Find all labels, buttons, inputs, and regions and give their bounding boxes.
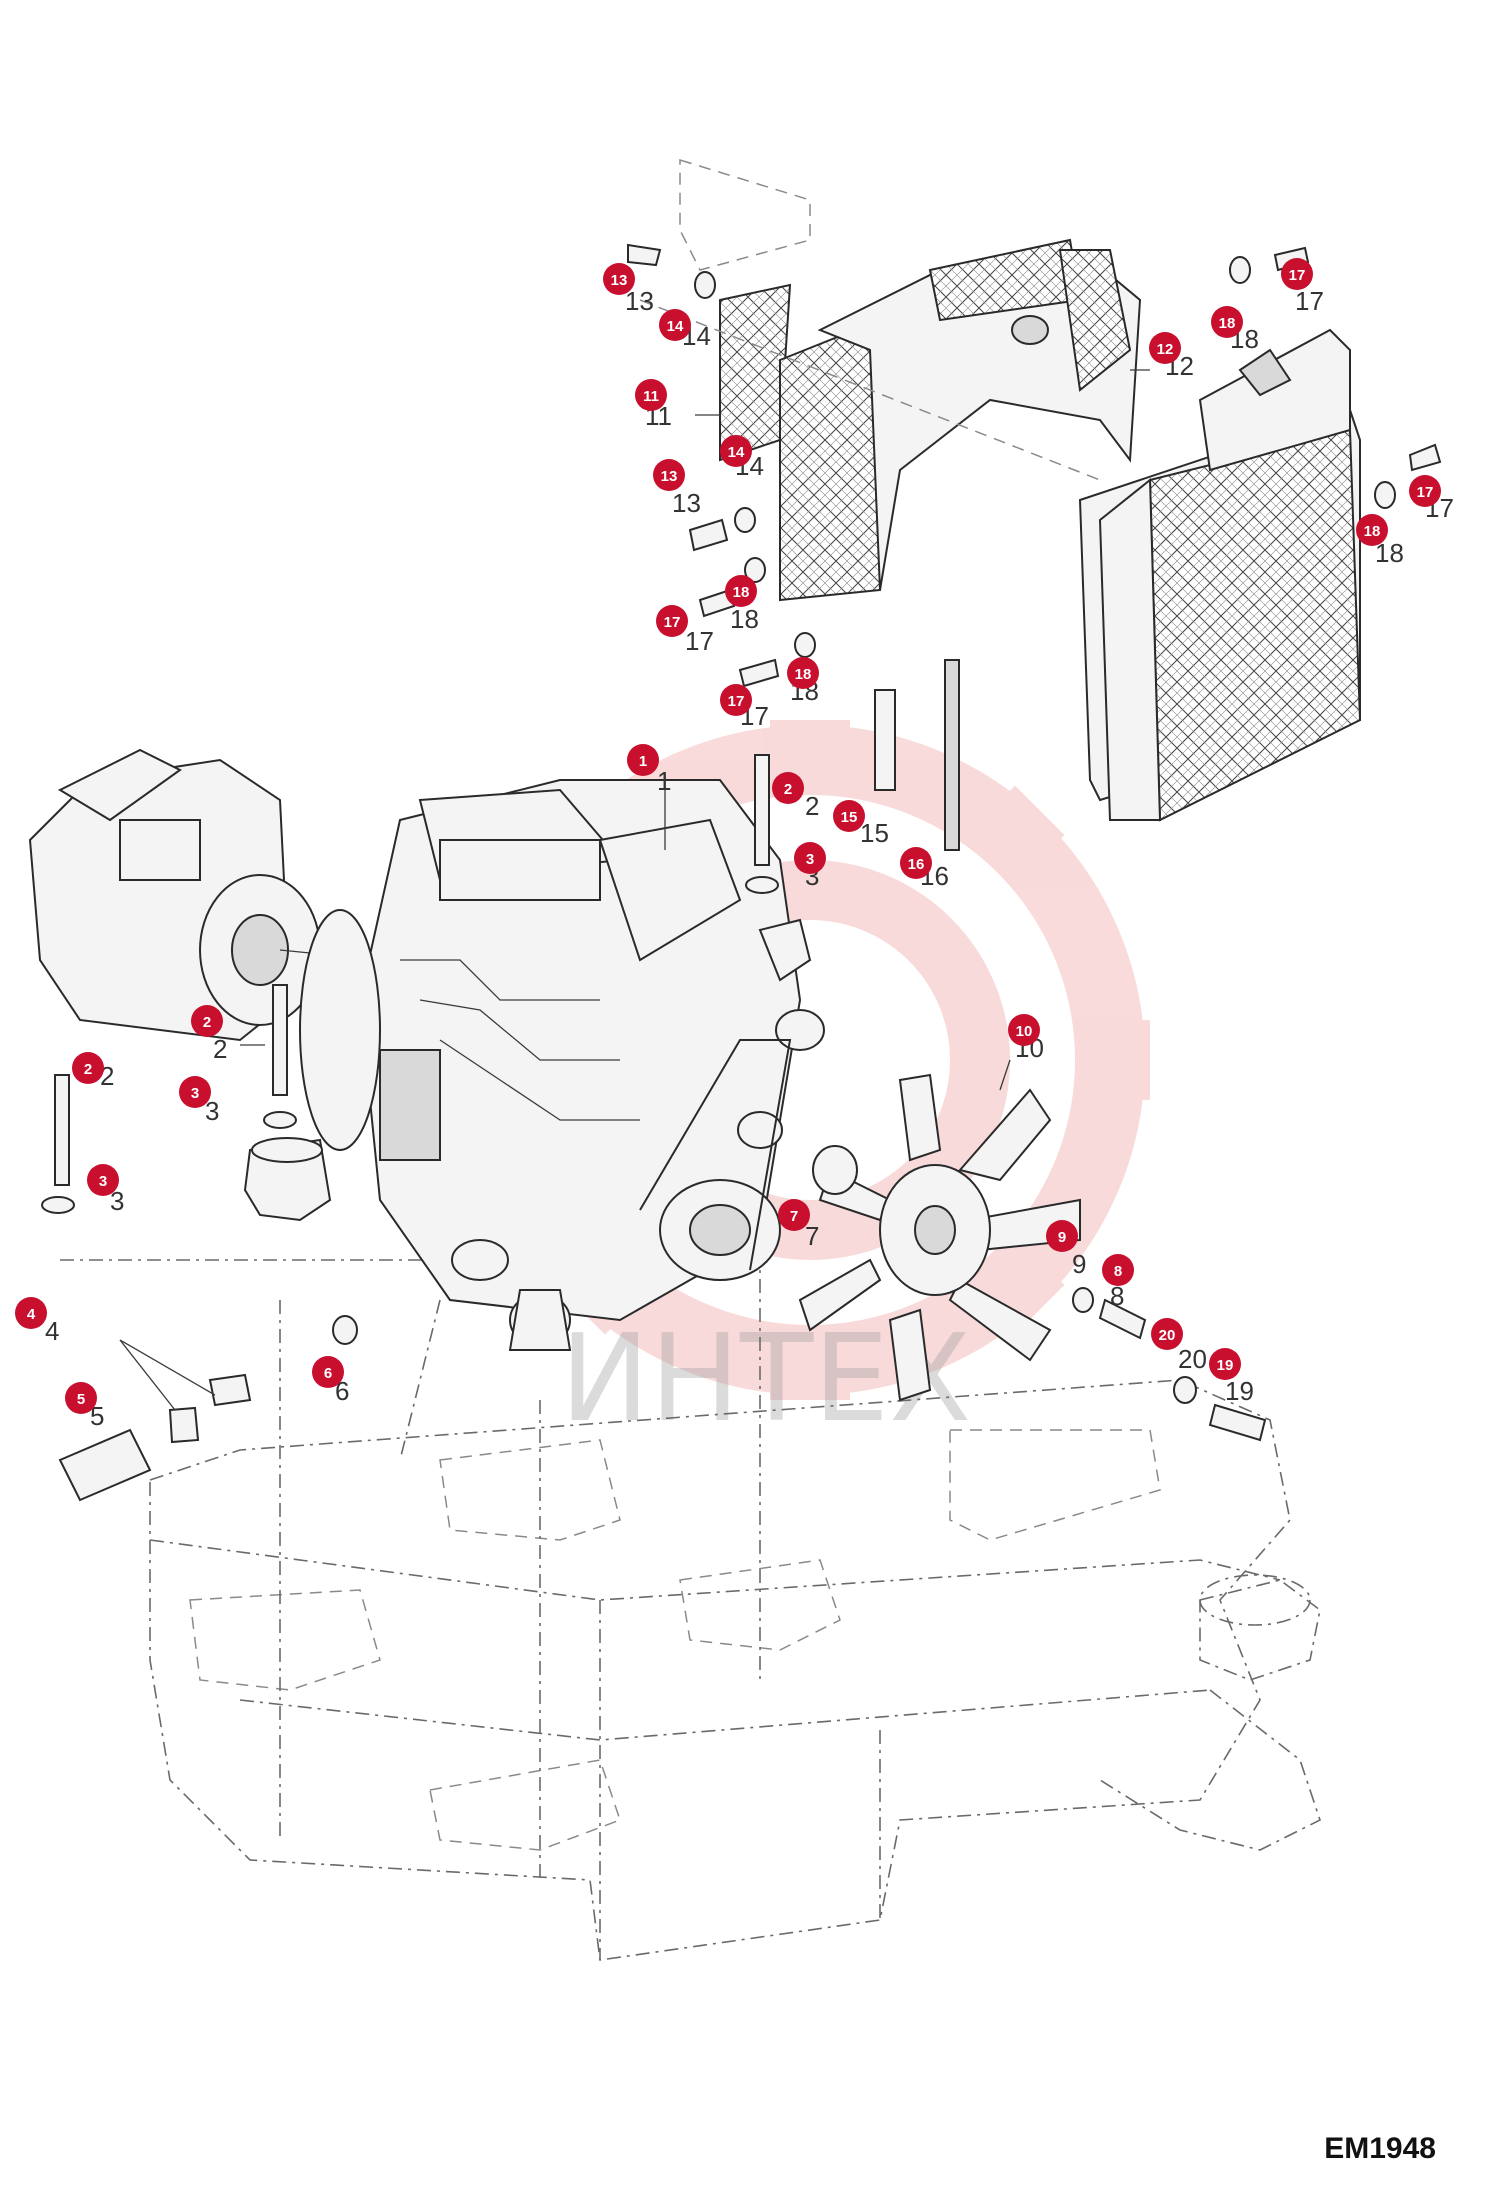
callout-badge[interactable]: 9	[1046, 1220, 1078, 1252]
callout-badge[interactable]: 3	[87, 1164, 119, 1196]
callout-badge[interactable]: 17	[656, 605, 688, 637]
callout-number: 1	[657, 766, 671, 796]
callout-number: 5	[90, 1401, 104, 1431]
svg-text:4: 4	[27, 1306, 36, 1323]
callout-badge[interactable]: 3	[179, 1076, 211, 1108]
callout-badge[interactable]: 12	[1149, 332, 1181, 364]
engine	[299, 779, 825, 1347]
svg-text:3: 3	[191, 1085, 199, 1102]
callout-badge[interactable]: 2	[772, 772, 804, 804]
callout-badge[interactable]: 18	[787, 657, 819, 689]
callout-badge[interactable]: 6	[312, 1356, 344, 1388]
callout-number: 15	[860, 818, 889, 848]
svg-text:2: 2	[203, 1014, 211, 1031]
engine-mount	[243, 1137, 332, 1222]
svg-text:12: 12	[1157, 341, 1174, 358]
svg-text:13: 13	[611, 272, 628, 289]
callout-badge[interactable]: 17	[1281, 258, 1313, 290]
svg-text:17: 17	[1417, 484, 1434, 501]
svg-text:18: 18	[1219, 315, 1236, 332]
callout-badge[interactable]: 16	[900, 847, 932, 879]
svg-text:19: 19	[1217, 1357, 1234, 1374]
radiator	[1078, 328, 1362, 822]
callout-badges: 1 2 2 2 3 3 3 4 5 6 7 8 9 10 11 12 13 13…	[15, 258, 1441, 1414]
callout-badge[interactable]: 13	[653, 459, 685, 491]
callout-badge[interactable]: 4	[15, 1297, 47, 1329]
callout-number: 2	[805, 791, 819, 821]
svg-text:20: 20	[1159, 1327, 1176, 1344]
callout-number: 2	[213, 1034, 227, 1064]
svg-text:15: 15	[841, 809, 858, 826]
fan-shroud-guard	[639, 158, 1142, 602]
svg-text:11: 11	[643, 388, 659, 405]
callout-badge[interactable]: 13	[603, 263, 635, 295]
callout-badge[interactable]: 14	[659, 309, 691, 341]
callout-badge[interactable]: 17	[720, 684, 752, 716]
cooling-fan	[798, 1073, 1081, 1402]
callout-number: 7	[805, 1221, 819, 1251]
callout-number: 17	[685, 626, 714, 656]
svg-text:6: 6	[324, 1365, 332, 1382]
callout-badge[interactable]: 7	[778, 1199, 810, 1231]
svg-text:8: 8	[1114, 1263, 1122, 1280]
svg-text:17: 17	[1289, 267, 1306, 284]
callout-number: 19	[1225, 1376, 1254, 1406]
svg-text:1: 1	[639, 753, 647, 770]
hydraulic-pump	[28, 748, 331, 1042]
drawing-code: EM1948	[1324, 2132, 1436, 2165]
callout-number: 20	[1178, 1344, 1207, 1374]
callout-badge[interactable]: 15	[833, 800, 865, 832]
callout-badge[interactable]: 18	[1211, 306, 1243, 338]
svg-text:3: 3	[806, 851, 814, 868]
svg-text:17: 17	[664, 614, 681, 631]
chassis-frame	[60, 960, 1321, 1961]
callout-number: 3	[205, 1096, 219, 1126]
leader-lines	[119, 369, 1150, 1411]
callout-badge[interactable]: 5	[65, 1382, 97, 1414]
svg-text:14: 14	[667, 318, 684, 335]
callout-badge[interactable]: 8	[1102, 1254, 1134, 1286]
svg-text:10: 10	[1016, 1023, 1033, 1040]
callout-badge[interactable]: 11	[635, 379, 667, 411]
callout-badge[interactable]: 1	[627, 744, 659, 776]
callout-number: 4	[45, 1316, 59, 1346]
callout-badge[interactable]: 19	[1209, 1348, 1241, 1380]
callout-badge[interactable]: 18	[1356, 514, 1388, 546]
svg-text:14: 14	[728, 444, 745, 461]
svg-text:7: 7	[790, 1208, 798, 1225]
svg-text:18: 18	[1364, 523, 1381, 540]
svg-text:18: 18	[795, 666, 812, 683]
callout-badge[interactable]: 17	[1409, 475, 1441, 507]
callout-number: 13	[672, 488, 701, 518]
fasteners	[41, 243, 1442, 1502]
callout-badge[interactable]: 3	[794, 842, 826, 874]
callout-number: 13	[625, 286, 654, 316]
svg-text:13: 13	[661, 468, 678, 485]
callout-number: 9	[1072, 1249, 1086, 1279]
svg-text:2: 2	[84, 1061, 92, 1078]
callout-badge[interactable]: 2	[191, 1005, 223, 1037]
callout-badge[interactable]: 10	[1008, 1014, 1040, 1046]
svg-text:16: 16	[908, 856, 925, 873]
callout-badge[interactable]: 18	[725, 575, 757, 607]
svg-text:9: 9	[1058, 1229, 1066, 1246]
callout-number: 17	[1295, 286, 1324, 316]
callout-badge[interactable]: 20	[1151, 1318, 1183, 1350]
callout-number: 18	[730, 604, 759, 634]
svg-text:18: 18	[733, 584, 750, 601]
callout-badge[interactable]: 14	[720, 435, 752, 467]
callout-badge[interactable]: 2	[72, 1052, 104, 1084]
callout-number: 3	[110, 1186, 124, 1216]
svg-text:3: 3	[99, 1173, 107, 1190]
svg-text:5: 5	[77, 1391, 85, 1408]
callout-number: 8	[1110, 1281, 1124, 1311]
svg-text:2: 2	[784, 781, 792, 798]
svg-text:17: 17	[728, 693, 745, 710]
